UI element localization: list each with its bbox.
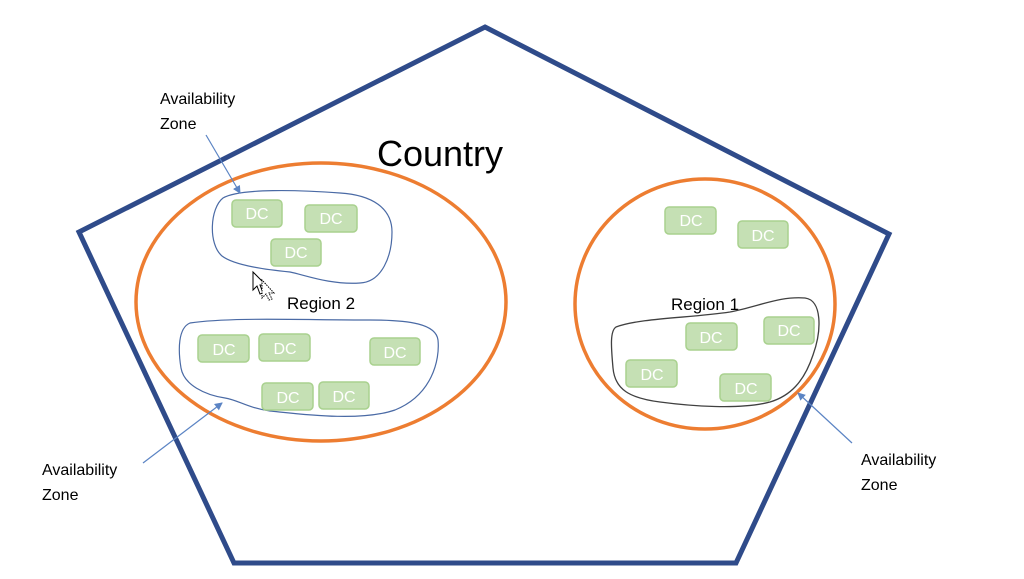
country-boundary [75,24,893,566]
annotation-az-top-line1: Availability [160,91,235,108]
annotation-az-right-line2: Zone [861,477,898,494]
datacenter: DC [664,206,717,235]
datacenter: DC [231,199,283,228]
svg-text:DC: DC [245,206,268,223]
region-2-label: Region 2 [287,294,355,313]
svg-text:DC: DC [777,323,800,340]
annotation-az-right-arrow [797,392,853,444]
svg-text:DC: DC [751,228,774,245]
svg-text:DC: DC [640,367,663,384]
datacenter: DC [318,381,370,410]
datacenter: DC [737,220,789,249]
svg-text:DC: DC [276,390,299,407]
svg-text:DC: DC [212,342,235,359]
svg-text:DC: DC [734,381,757,398]
datacenter: DC [261,382,314,411]
annotation-az-left-arrow [142,402,223,464]
svg-text:DC: DC [679,213,702,230]
mouse-cursor-icon [252,270,276,301]
datacenter: DC [258,333,311,362]
svg-text:DC: DC [383,345,406,362]
region-1-label: Region 1 [671,295,739,314]
datacenter: DC [685,322,738,351]
region-1-availability-zone [610,297,820,408]
svg-text:DC: DC [284,245,307,262]
svg-text:DC: DC [332,389,355,406]
annotation-az-left-line1: Availability [42,462,117,479]
region-2-boundary [134,161,508,443]
datacenter: DC [304,204,358,233]
annotation-az-right-line1: Availability [861,452,936,469]
datacenter: DC [763,316,815,345]
country-title: Country [377,133,503,174]
datacenter: DC [625,359,678,388]
datacenter: DC [369,337,421,366]
svg-text:DC: DC [273,341,296,358]
datacenter: DC [719,373,772,402]
region-2-availability-zone-bottom [178,318,439,417]
datacenter: DC [270,238,322,267]
region-1-boundary [573,177,837,431]
annotation-az-left-line2: Zone [42,487,79,504]
annotation-az-top-line2: Zone [160,116,197,133]
svg-text:DC: DC [699,330,722,347]
region-2-availability-zone-top [211,189,393,284]
svg-text:DC: DC [319,211,342,228]
datacenter: DC [197,334,250,363]
annotation-az-top-arrow [205,134,241,194]
